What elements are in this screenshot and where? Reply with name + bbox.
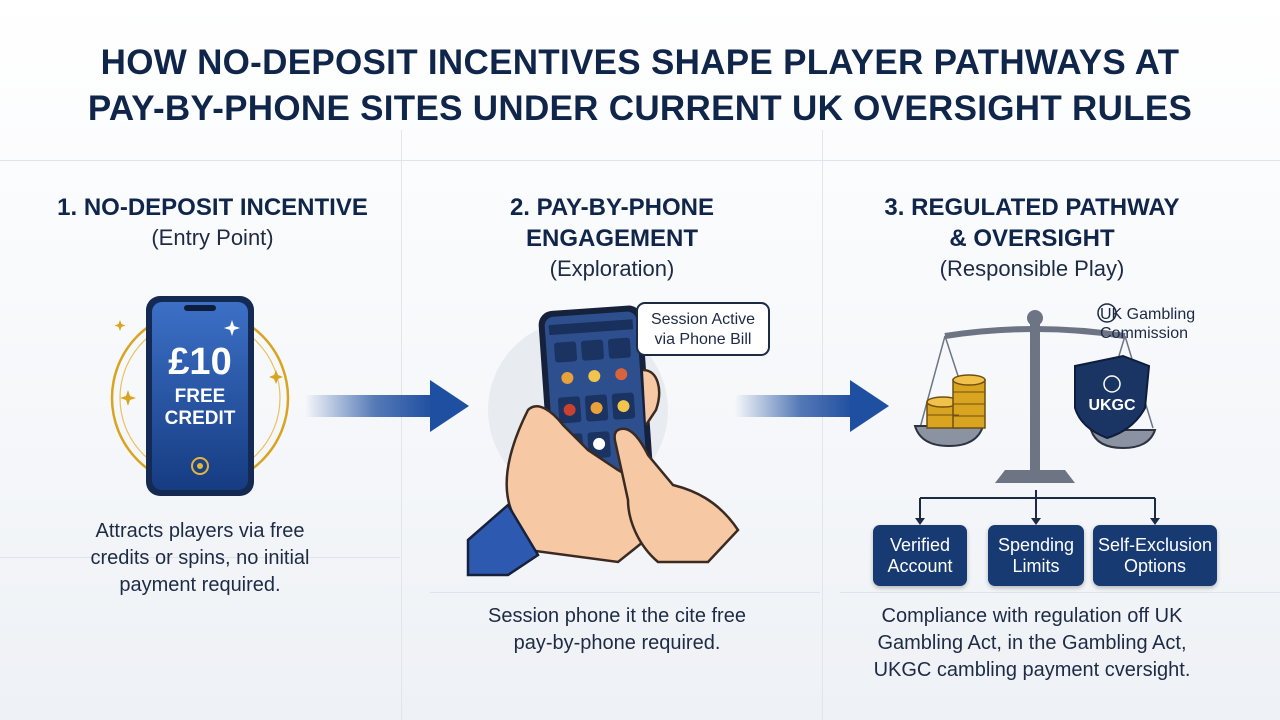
session-active-callout: Session Active via Phone Bill [636, 302, 770, 356]
column-1-title: 1. NO-DEPOSIT INCENTIVE [57, 194, 368, 221]
left-scale-pan [913, 425, 985, 448]
pay-by-phone-hand-illustration [466, 305, 740, 577]
column-3-description-line-2: Gambling Act, in the Gambling Act, [877, 632, 1187, 654]
self-exclusion-line-1: Self-Exclusion [1097, 535, 1213, 555]
column-2-heading: 2. PAY-BY-PHONE ENGAGEMENT (Exploration) [402, 192, 822, 284]
scale-top-knob [1027, 310, 1043, 326]
spending-limits-line-1: Spending [997, 535, 1075, 555]
sparkle-icon [114, 320, 126, 331]
column-1-description: Attracts players via free credits or spi… [0, 518, 400, 599]
column-3-description-line-1: Compliance with regulation off UK [881, 605, 1183, 627]
callout-line-2: via Phone Bill [654, 331, 752, 348]
column-3-description: Compliance with regulation off UK Gambli… [822, 603, 1242, 684]
pointing-finger [613, 427, 740, 564]
column-3-divider [840, 592, 1280, 593]
sleeve [466, 503, 540, 577]
coin-icon [191, 457, 209, 475]
column-3-title-line-2: & OVERSIGHT [949, 225, 1115, 252]
phone-screen [152, 302, 248, 490]
title-line-1: HOW NO-DEPOSIT INCENTIVES SHAPE PLAYER P… [100, 43, 1180, 82]
commission-line-1: UK Gambling [1100, 306, 1196, 323]
thumb [642, 368, 661, 426]
column-separator-1 [401, 130, 402, 720]
ukgc-commission-label: UK Gambling Commission [1100, 305, 1195, 343]
column-1-heading: 1. NO-DEPOSIT INCENTIVE (Entry Point) [0, 192, 425, 253]
sparkle-icon [224, 320, 240, 336]
column-3-title-line-1: 3. REGULATED PATHWAY [884, 194, 1180, 221]
column-2-subtitle: (Exploration) [549, 256, 675, 281]
column-3-subtitle: (Responsible Play) [939, 256, 1125, 281]
column-1-description-line-3: payment required. [119, 574, 281, 596]
self-exclusion-line-2: Options [1123, 556, 1187, 576]
verified-account-line-1: Verified [889, 535, 951, 555]
column-1-divider [0, 557, 400, 558]
self-exclusion-chip: Self-Exclusion Options [1093, 525, 1217, 586]
callout-line-1: Session Active [650, 311, 756, 328]
verified-account-chip: Verified Account [873, 525, 967, 586]
commission-line-2: Commission [1100, 325, 1189, 342]
flow-arrow-1 [305, 380, 469, 432]
chip-connector-lines [915, 490, 1160, 525]
header-divider [0, 160, 1280, 161]
crest-icon [1103, 375, 1121, 393]
phone-notch [184, 305, 216, 311]
free-credit-label-1: FREE [174, 386, 226, 407]
column-1-description-line-2: credits or spins, no initial [90, 547, 310, 569]
spending-limits-chip: Spending Limits [988, 525, 1084, 586]
scale-base [995, 470, 1075, 483]
page-title: HOW NO-DEPOSIT INCENTIVES SHAPE PLAYER P… [0, 40, 1280, 132]
column-2-description-line-1: Session phone іt the cite free [488, 605, 746, 627]
column-1-subtitle: (Entry Point) [151, 225, 274, 250]
ukgc-shield-text: UKGC [1088, 397, 1136, 414]
free-credit-amount: £10 [168, 341, 232, 383]
column-separator-2 [822, 130, 823, 720]
balance-scale-illustration [913, 303, 1157, 483]
scale-beam [944, 326, 1126, 339]
free-credit-phone-illustration [110, 296, 290, 496]
scale-pillar [1030, 318, 1040, 473]
column-3-heading: 3. REGULATED PATHWAY & OVERSIGHT (Respon… [822, 192, 1242, 284]
column-3-description-line-3: UKGC cambling payment cversight. [873, 659, 1191, 681]
verified-account-line-2: Account [887, 556, 953, 576]
sparkle-icon [269, 370, 283, 384]
column-2-description: Session phone іt the cite free pay-by-ph… [402, 603, 832, 657]
flow-arrow-2 [735, 380, 889, 432]
column-2-description-line-2: pay-by-phone required. [513, 632, 721, 654]
title-line-2: PAY-BY-PHONE SITES UNDER CURRENT UK OVER… [87, 89, 1193, 128]
coin-icon-center [197, 463, 203, 469]
commission-crest-icon [1097, 303, 1117, 323]
column-1-description-line-1: Attracts players via free [95, 520, 305, 542]
sparkle-icon [120, 390, 136, 406]
spending-limits-line-2: Limits [1012, 556, 1060, 576]
ukgc-shield-icon [1074, 354, 1151, 440]
coin-stack-icon [926, 374, 986, 429]
column-2-divider [430, 592, 820, 593]
column-2-title-line-1: 2. PAY-BY-PHONE [509, 194, 715, 221]
column-2-title-line-2: ENGAGEMENT [525, 225, 698, 252]
free-credit-label-2: CREDIT [164, 408, 236, 429]
